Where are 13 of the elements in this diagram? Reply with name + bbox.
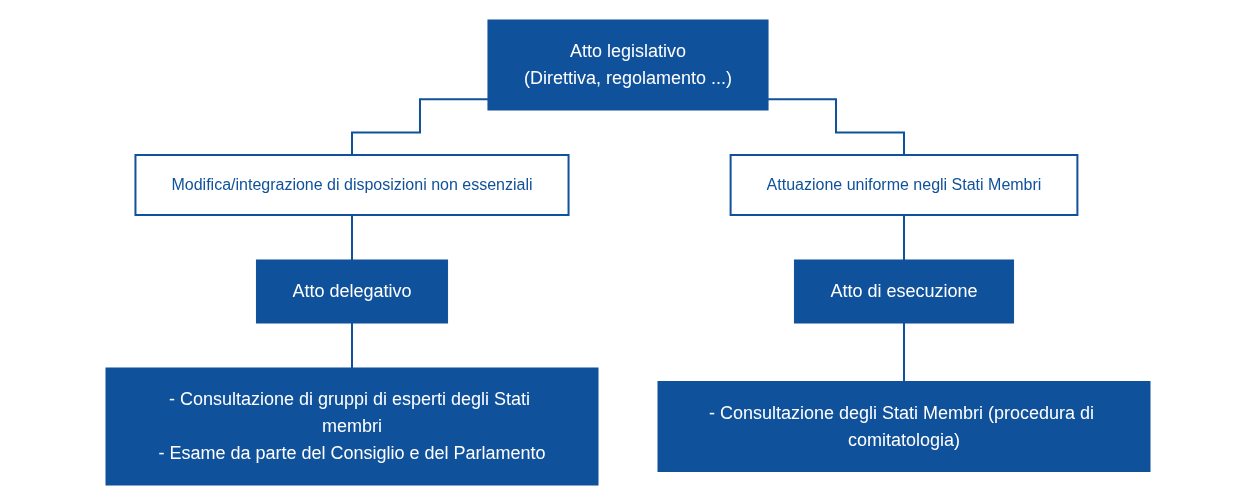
node-box: Atto di esecuzione (793, 259, 1014, 323)
node-box: Modifica/integrazione di disposizioni non essenziali (133, 153, 570, 216)
node-box: Attuazione uniforme negli Stati Membri (729, 153, 1078, 216)
node-box: - Consultazione degli Stati Membri (procedura di comitatologia) (657, 380, 1150, 472)
connector (350, 213, 353, 261)
connector (902, 213, 905, 261)
node-box: Atto delegativo (255, 259, 448, 323)
connector (350, 321, 353, 369)
connector (766, 97, 905, 156)
connector (350, 97, 489, 156)
connector (902, 321, 905, 382)
node-box: - Consultazione di gruppi di esperti degli Stati membri - Esame da parte del Consiglio e del Parlamento (105, 367, 598, 485)
node-box: Atto legislativo (Direttiva, regolamento ...) (486, 19, 769, 110)
